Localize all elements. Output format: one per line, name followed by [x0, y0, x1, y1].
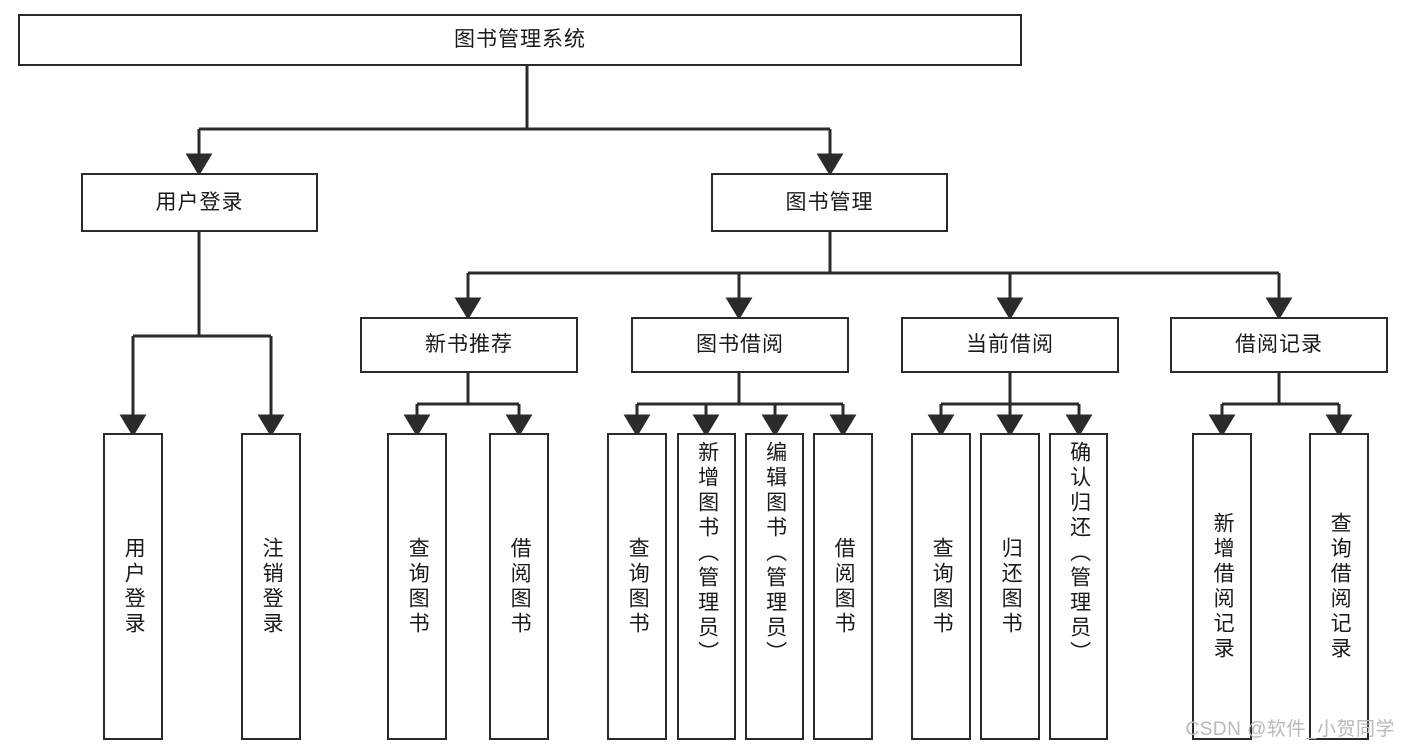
node-label: 当前借阅 — [966, 333, 1054, 357]
node-label: 图书借阅 — [696, 333, 784, 357]
node-label: 图书管理 — [785, 190, 874, 214]
leaf-record-add-record[interactable]: 新增借阅记录 — [1192, 433, 1252, 740]
node-label: 查询图书 — [626, 536, 650, 637]
node-label: 确认归还（管理员） — [1067, 441, 1091, 666]
node-label: 用户登录 — [155, 190, 244, 214]
node-label: 查询借阅记录 — [1328, 511, 1352, 662]
watermark: CSDN @软件_小贺同学 — [1185, 719, 1395, 740]
leaf-user-login-logout[interactable]: 注销登录 — [241, 433, 301, 740]
leaf-current-query-book[interactable]: 查询图书 — [911, 433, 971, 740]
node-label: 图书管理系统 — [454, 28, 586, 52]
node-user-login[interactable]: 用户登录 — [81, 173, 318, 232]
leaf-user-login-signin[interactable]: 用户登录 — [103, 433, 163, 740]
leaf-current-confirm-return-admin[interactable]: 确认归还（管理员） — [1049, 433, 1108, 740]
node-current-borrow[interactable]: 当前借阅 — [901, 317, 1119, 373]
leaf-recommend-borrow-book[interactable]: 借阅图书 — [489, 433, 549, 740]
leaf-current-return-book[interactable]: 归还图书 — [980, 433, 1040, 740]
node-new-book-recommend[interactable]: 新书推荐 — [360, 317, 578, 373]
node-label: 借阅图书 — [508, 536, 532, 637]
leaf-borrow-edit-book-admin[interactable]: 编辑图书（管理员） — [745, 433, 804, 740]
node-label: 编辑图书（管理员） — [763, 441, 787, 666]
node-label: 新增图书（管理员） — [695, 441, 719, 666]
leaf-borrow-borrow-book[interactable]: 借阅图书 — [813, 433, 873, 740]
leaf-record-query-record[interactable]: 查询借阅记录 — [1309, 433, 1369, 740]
node-label: 注销登录 — [260, 536, 284, 637]
node-label: 用户登录 — [122, 536, 146, 637]
node-book-management[interactable]: 图书管理 — [711, 173, 948, 232]
node-label: 查询图书 — [930, 536, 954, 637]
node-root[interactable]: 图书管理系统 — [18, 14, 1022, 66]
node-label: 查询图书 — [406, 536, 430, 637]
leaf-borrow-add-book-admin[interactable]: 新增图书（管理员） — [677, 433, 736, 740]
leaf-borrow-query-book[interactable]: 查询图书 — [607, 433, 667, 740]
node-label: 新书推荐 — [425, 333, 513, 357]
node-label: 归还图书 — [999, 536, 1023, 637]
node-label: 借阅图书 — [832, 536, 856, 637]
node-label: 借阅记录 — [1235, 333, 1323, 357]
leaf-recommend-query-book[interactable]: 查询图书 — [387, 433, 447, 740]
node-borrow-record[interactable]: 借阅记录 — [1170, 317, 1388, 373]
node-book-borrow[interactable]: 图书借阅 — [631, 317, 849, 373]
node-label: 新增借阅记录 — [1211, 511, 1235, 662]
